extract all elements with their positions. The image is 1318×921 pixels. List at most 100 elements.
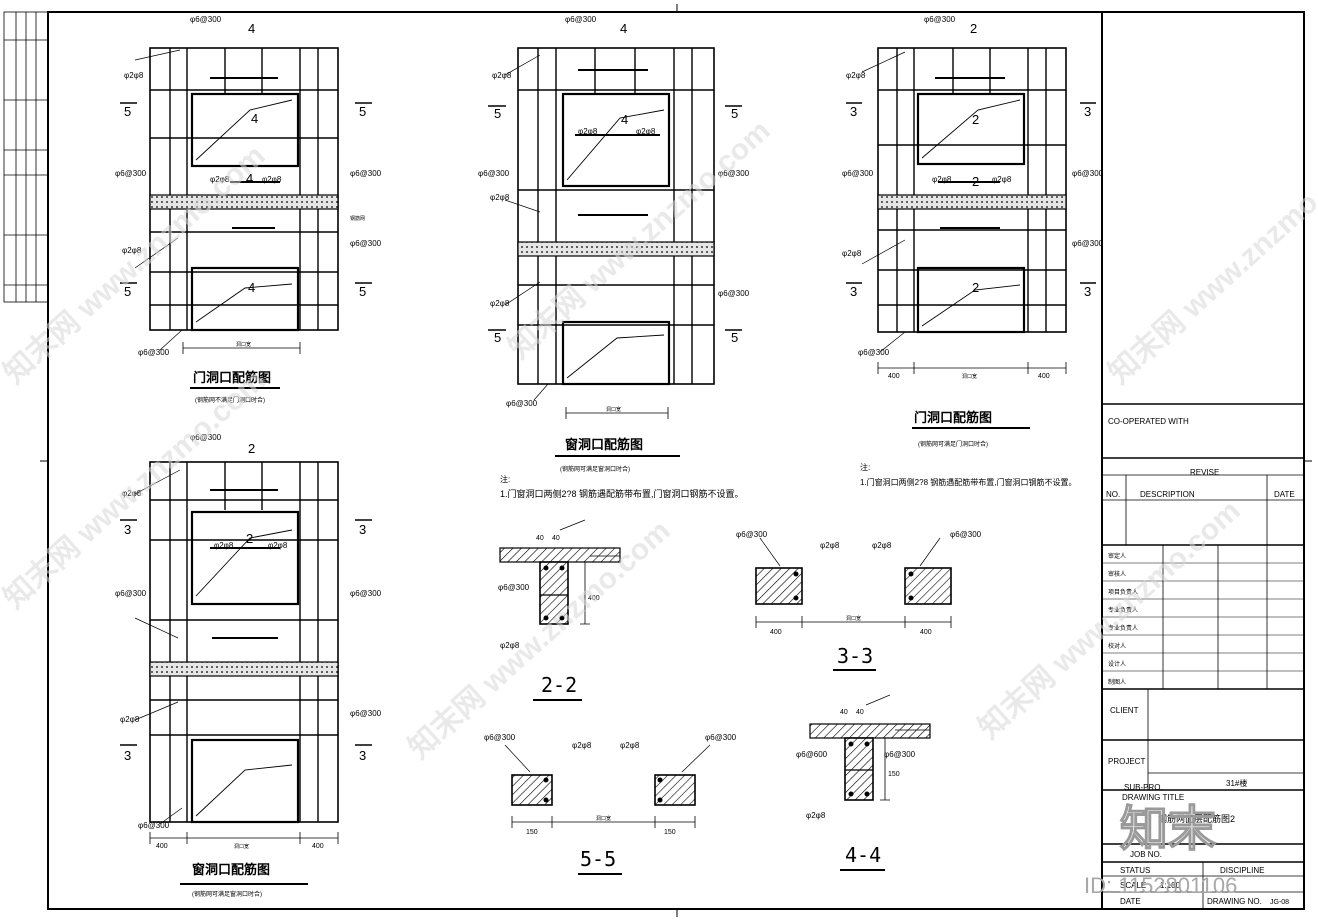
drawing-no-value: JG-08 (1270, 899, 1289, 906)
note-text: 1.门窗洞口两侧2?8 钢筋遇配筋带布置,门窗洞口钢筋不设置。 (860, 477, 1076, 487)
rebar-label: φ6@300 (858, 348, 890, 357)
dimension-label: 150 (526, 829, 538, 836)
section-2-2 (499, 519, 621, 701)
rebar-label: φ2φ8 (636, 127, 656, 136)
rebar-label: φ2φ8 (992, 175, 1012, 184)
title-block (1102, 403, 1304, 909)
project-label: PROJECT (1108, 757, 1145, 766)
rebar-label: φ6@600 (796, 750, 828, 759)
door-opening-drawing-a (120, 47, 372, 389)
section-mark: 2 (972, 112, 979, 127)
window-opening-labels-b: φ6@300 2 2 3 3 3 3 φ2φ8 φ2φ8 φ2φ8 φ6@300… (115, 433, 382, 898)
rebar-label: φ2φ8 (214, 541, 234, 550)
section-mark: 3 (1084, 284, 1091, 299)
dimension-label: 40 (552, 535, 560, 542)
drawing-subtitle: (钢筋网可满足门洞口时合) (918, 440, 988, 448)
rebar-label: φ6@300 (565, 15, 597, 24)
notes: 注: 1.门窗洞口两侧2?8 钢筋遇配筋带布置,门窗洞口钢筋不设置。 注: 1.… (500, 462, 1076, 499)
rebar-label: φ6@300 (1072, 239, 1104, 248)
rebar-label: φ2φ8 (846, 71, 866, 80)
rebar-label: φ6@300 (350, 169, 382, 178)
cooperated-label: CO-OPERATED WITH (1108, 417, 1189, 426)
dimension-label: 洞口宽 (962, 373, 977, 380)
drawing-title: 窗洞口配筋图 (192, 862, 270, 877)
rebar-label: φ6@300 (478, 169, 510, 178)
section-mark: 5 (124, 284, 131, 299)
rebar-label: 钢筋网 (350, 215, 365, 222)
section-mark: 4 (248, 21, 255, 36)
status-label: STATUS (1120, 866, 1150, 875)
section-mark: 2 (246, 531, 253, 546)
rebar-label: φ2φ8 (872, 541, 892, 550)
job-no-label: JOB NO. (1130, 850, 1162, 859)
rebar-label: φ2φ8 (122, 246, 142, 255)
rebar-label: φ2φ8 (806, 811, 826, 820)
rebar-label: φ2φ8 (820, 541, 840, 550)
rebar-label: φ6@300 (498, 583, 530, 592)
section-mark: 3 (124, 748, 131, 763)
note-heading: 注: (500, 474, 510, 484)
drawing-subtitle: (钢筋网可满足窗洞口时合) (560, 465, 630, 473)
rebar-label: φ2φ8 (490, 193, 510, 202)
section-mark: 4 (251, 111, 258, 126)
dimension-label: 洞口宽 (234, 843, 249, 850)
section-mark: 2 (972, 280, 979, 295)
rebar-label: φ2φ8 (578, 127, 598, 136)
rebar-label: φ6@300 (924, 15, 956, 24)
rebar-label: φ2φ8 (268, 541, 288, 550)
dimension-label: 400 (312, 843, 324, 850)
subproject-value: 31#楼 (1226, 778, 1247, 788)
dimension-label: 400 (156, 843, 168, 850)
dimension-label: 洞口宽 (596, 815, 611, 822)
watermark-text: 知末网 www.znzmo.com (1103, 139, 1318, 390)
rebar-label: φ2φ8 (124, 71, 144, 80)
section-name: 3-3 (837, 644, 873, 668)
dimension-label: 400 (920, 629, 932, 636)
logo-text: 知末 (1120, 803, 1216, 856)
section-mark: 2 (972, 174, 979, 189)
drawing-title-label: DRAWING TITLE (1122, 793, 1184, 802)
rebar-label: φ2φ8 (842, 249, 862, 258)
rebar-label: φ6@300 (350, 239, 382, 248)
rebar-label: φ6@300 (115, 589, 147, 598)
scale-value: 1:100 (1160, 881, 1181, 890)
note-text: 1.门窗洞口两侧2?8 钢筋遇配筋带布置,门窗洞口钢筋不设置。 (500, 488, 744, 499)
section-mark: 3 (850, 284, 857, 299)
subproject-label: SUB-PRO. (1124, 783, 1163, 792)
countersign-strip (3, 11, 49, 303)
section-mark: 4 (246, 171, 253, 186)
client-label: CLIENT (1110, 706, 1139, 715)
rebar-label: φ2φ8 (122, 489, 142, 498)
door-opening-drawing-b (846, 47, 1096, 429)
section-5-5 (504, 744, 711, 875)
dimension-label: 洞口宽 (606, 406, 621, 413)
drawing-title: 门洞口配筋图 (193, 370, 271, 385)
watermark-id: ID: 1152801106 (1084, 873, 1237, 898)
section-mark: 5 (359, 104, 366, 119)
section-4-4-labels: φ6@600 φ6@300 φ2φ8 40 40 150 4-4 (796, 709, 916, 867)
drawing-title: 窗洞口配筋图 (565, 437, 643, 452)
watermark-logo: 知末 ID: 1152801106 (1084, 802, 1237, 898)
door-opening-labels-b: φ6@300 2 2 2 2 3 3 3 3 φ2φ8 φ6@300 φ2φ8 … (842, 15, 1104, 448)
section-name: 5-5 (580, 847, 616, 871)
section-name: 2-2 (541, 673, 577, 697)
rebar-label: φ2φ8 (932, 175, 952, 184)
rebar-label: φ6@300 (842, 169, 874, 178)
signoff-label: 专业负责人 (1108, 606, 1138, 614)
rebar-label: φ6@300 (138, 348, 170, 357)
rebar-label: φ6@300 (350, 589, 382, 598)
signoff-label: 制图人 (1108, 678, 1126, 686)
section-3-3-labels: φ6@300 φ6@300 φ2φ8 φ2φ8 400 洞口宽 400 3-3 (736, 530, 982, 668)
signoff-label: 专业负责人 (1108, 624, 1138, 632)
dimension-label: 40 (840, 709, 848, 716)
window-opening-drawing-a (488, 47, 742, 457)
dimension-label: 400 (770, 629, 782, 636)
window-opening-drawing-b (120, 461, 372, 885)
section-mark: 5 (494, 330, 501, 345)
section-mark: 4 (620, 21, 627, 36)
drawing-title: 门洞口配筋图 (914, 410, 992, 425)
dimension-label: 150 (664, 829, 676, 836)
rebar-label: φ6@300 (736, 530, 768, 539)
dimension-label: 洞口宽 (846, 615, 861, 622)
